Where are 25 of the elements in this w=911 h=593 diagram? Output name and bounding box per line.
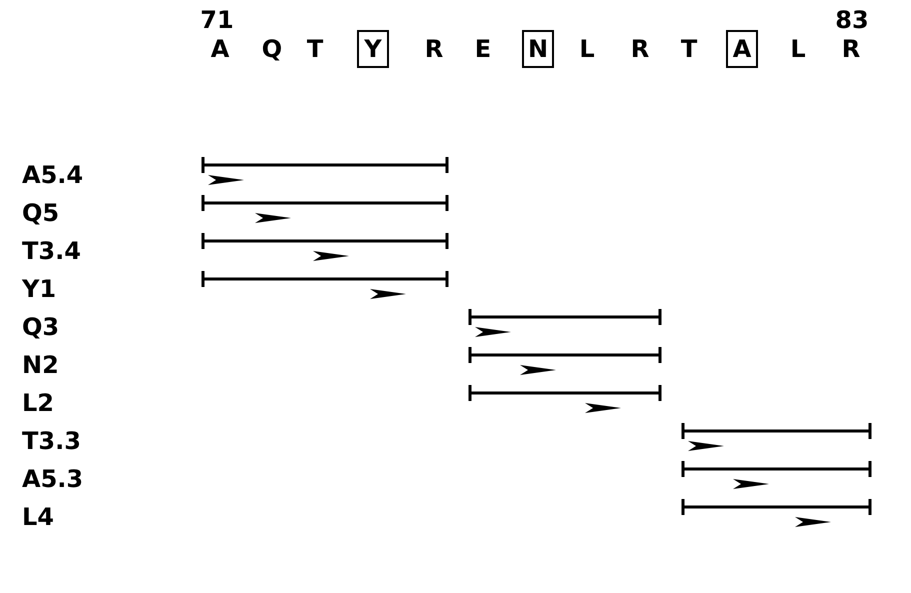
residue-letter: L	[579, 35, 595, 63]
peptide-name: N2	[22, 351, 59, 379]
peptide-name: A5.4	[22, 161, 84, 189]
residue-letter: L	[790, 35, 806, 63]
residue-letter: Q	[262, 35, 282, 63]
residue-letter: T	[680, 35, 698, 63]
peptide-name: T3.4	[22, 237, 81, 265]
peptide-name: Q5	[22, 199, 60, 227]
residue-letter: R	[842, 35, 860, 63]
residue-letter: A	[210, 35, 230, 63]
boxed-residue: A	[726, 30, 758, 68]
residue-letter: R	[630, 35, 650, 63]
peptide-name: L2	[22, 389, 54, 417]
residue-letter: T	[306, 35, 324, 63]
position-number: 83	[835, 6, 869, 34]
peptide-name: L4	[22, 503, 54, 531]
position-number: 71	[200, 6, 234, 34]
residue-letter: E	[474, 35, 492, 63]
peptide-name: A5.3	[22, 465, 84, 493]
boxed-residue: Y	[357, 30, 389, 68]
peptide-name: Y1	[22, 275, 56, 303]
residue-letter: R	[424, 35, 444, 63]
peptide-name: T3.3	[22, 427, 81, 455]
boxed-residue: N	[522, 30, 554, 68]
peptide-name: Q3	[22, 313, 60, 341]
